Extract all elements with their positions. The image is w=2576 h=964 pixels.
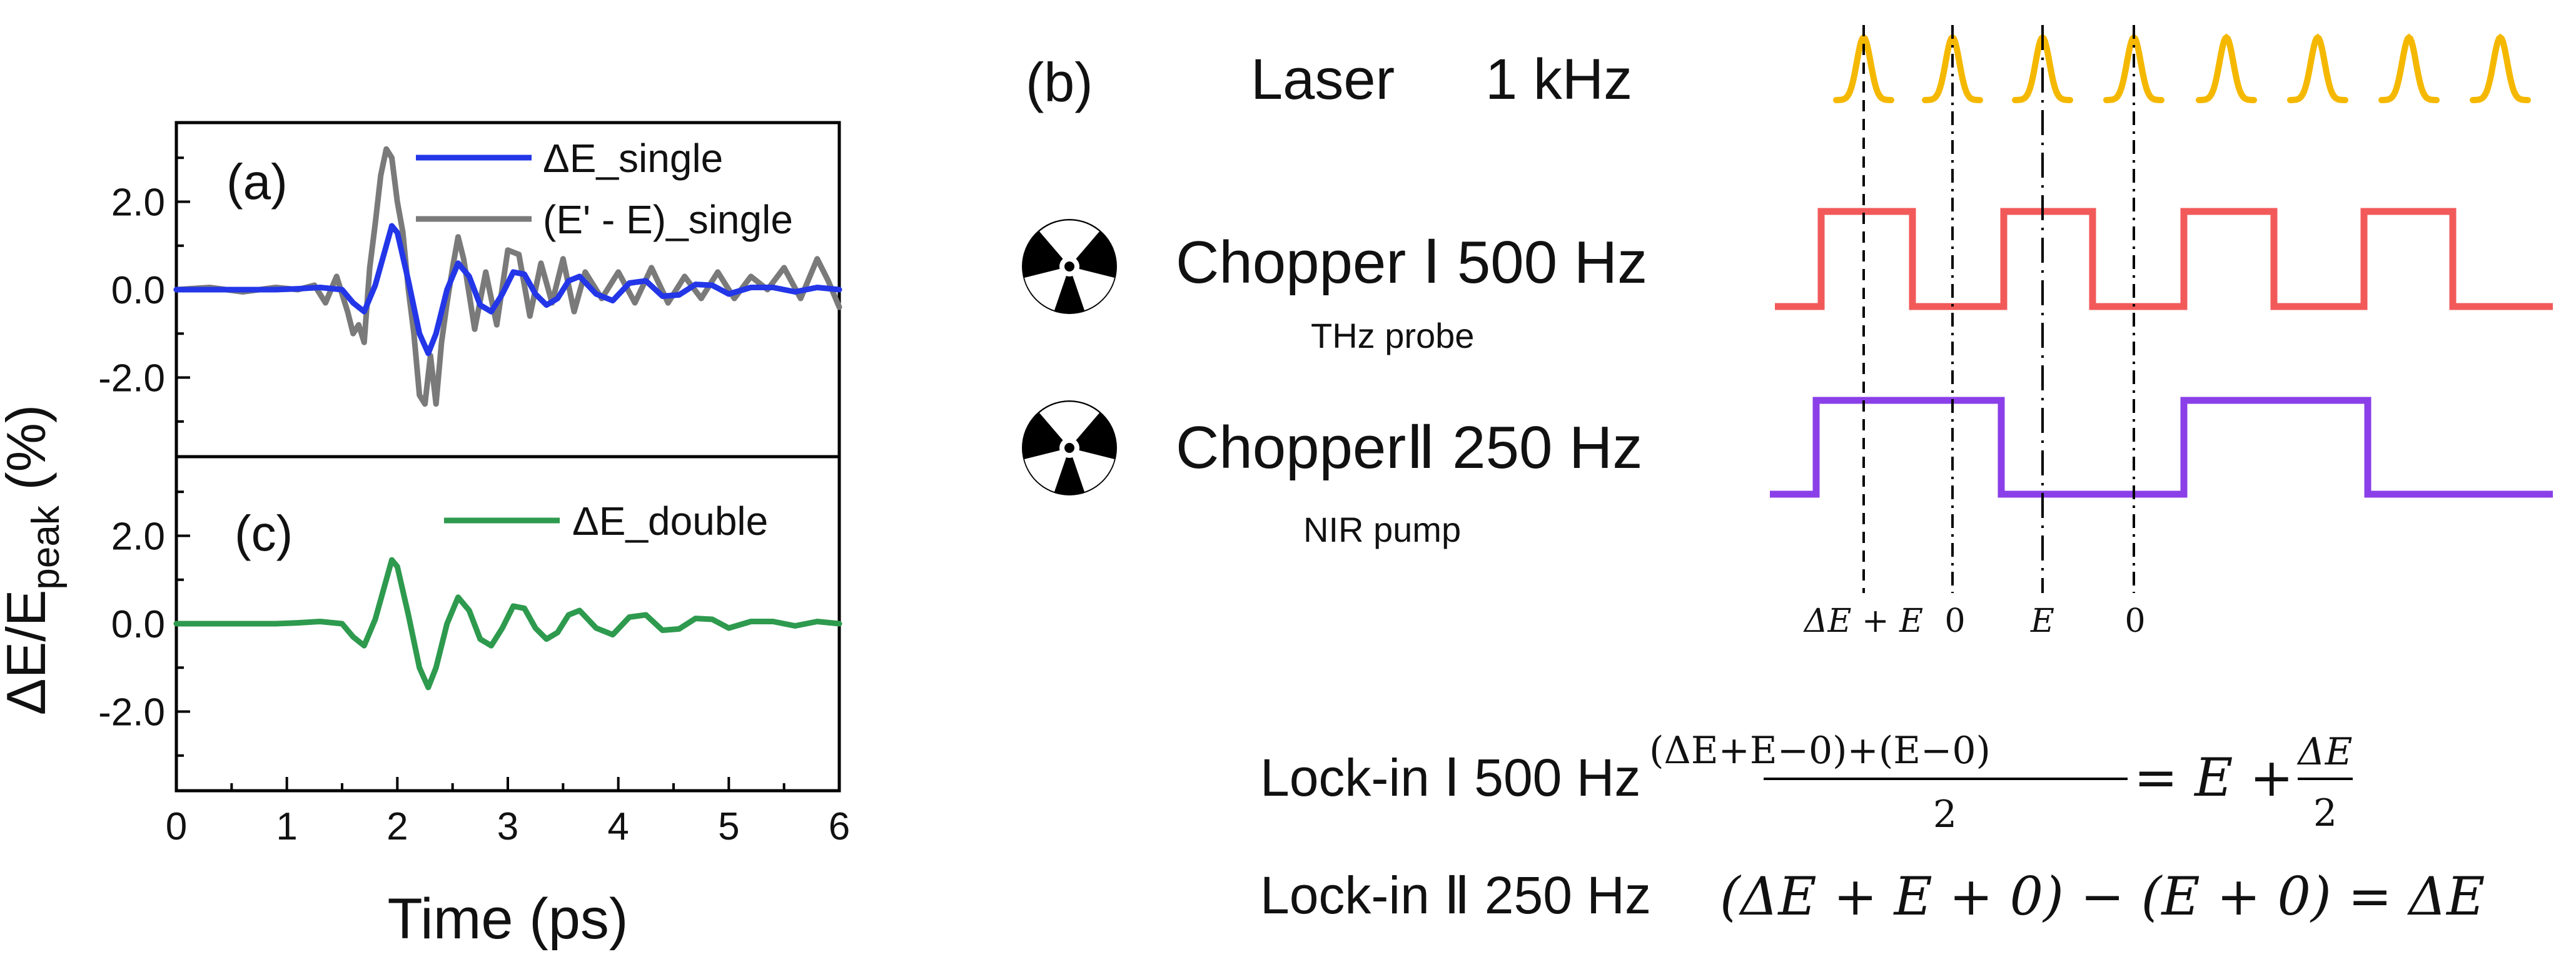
panel-a-series: [173, 146, 842, 407]
lockin-2-label: Lock-in Ⅱ 250 Hz: [1260, 866, 1651, 925]
laser-pulse: [1833, 33, 1894, 103]
y-tick-label: 0.0: [111, 603, 165, 646]
chopper-2-waveform: [1770, 397, 2553, 498]
chopper-1-icon: [1022, 219, 1117, 314]
laser-pulse-train: [1833, 33, 2531, 103]
laser-pulse: [2378, 33, 2440, 103]
lockin-1-label: Lock-in Ⅰ 500 Hz: [1260, 748, 1640, 807]
x-tick-label: 1: [276, 805, 297, 848]
legend-label-e-prime-minus-e-single: (E' - E)_single: [543, 197, 793, 242]
x-tick-label: 2: [386, 805, 408, 848]
panel-c-series: [173, 557, 842, 691]
panel-a-chart: 2.0 0.0 -2.0 (a) ΔE_single (E' - E)_single: [98, 121, 842, 459]
y-tick-label: 0.0: [111, 269, 165, 312]
y-tick-label: 2.0: [111, 515, 165, 558]
panel-c-label: (c): [235, 505, 293, 561]
chopper-1-label: Chopper Ⅰ 500 Hz: [1176, 229, 1647, 296]
y-tick-label: -2.0: [98, 357, 165, 400]
chopper-2-icon: [1022, 400, 1117, 495]
chopper-2-sublabel: NIR pump: [1303, 510, 1461, 549]
signal-label-zero-1: 0: [1944, 602, 1965, 640]
chopper-1-waveform: [1775, 208, 2553, 310]
laser-label: Laser: [1251, 48, 1395, 111]
panel-a-label: (a): [226, 154, 288, 210]
series-line: [173, 557, 842, 691]
lockin-1-rhs: = E +: [2134, 747, 2294, 808]
panel-c-y-ticks: 2.0 0.0 -2.0: [98, 490, 190, 757]
laser-pulse: [2287, 33, 2348, 103]
lockin-1-rhs-numerator: ΔE: [2296, 730, 2352, 774]
chopper-2-label: ChopperⅡ 250 Hz: [1176, 414, 1642, 481]
x-tick-label: 0: [166, 805, 187, 848]
chopper-1-sublabel: THz probe: [1311, 316, 1474, 355]
lockin-1-denominator: 2: [1933, 793, 1957, 836]
lockin-1-rhs-denominator: 2: [2313, 791, 2337, 835]
plots-area: ΔE/Epeak (%) 2.0 0.0 -2.0 (a) ΔE_single (E…: [0, 121, 850, 951]
y-tick-label: -2.0: [98, 691, 165, 734]
series-line: [173, 223, 842, 357]
y-tick-label: 2.0: [111, 181, 165, 224]
x-tick-label: 5: [718, 805, 739, 848]
panel-c-chart: 2.0 0.0 -2.0 (c) ΔE_double: [98, 455, 842, 793]
signal-label-delta-e-plus-e: ΔE + E: [1803, 602, 1923, 640]
signal-label-e: E: [2030, 602, 2054, 640]
laser-pulse: [2196, 33, 2257, 103]
laser-pulse: [2470, 33, 2531, 103]
panel-b-label: (b): [1026, 51, 1093, 113]
panel-c-legend: ΔE_double: [444, 499, 768, 544]
x-tick-label: 4: [607, 805, 629, 848]
legend-label-delta-e-single: ΔE_single: [543, 136, 723, 181]
panel-a-y-ticks: 2.0 0.0 -2.0: [98, 156, 190, 423]
laser-frequency: 1 kHz: [1485, 48, 1632, 111]
diagram-area: (b) Laser 1 kHz Chopper Ⅰ 500 Hz THz pro…: [1022, 25, 2553, 927]
x-tick-label: 3: [497, 805, 518, 848]
lockin-1-numerator: (ΔE+E−0)+(E−0): [1649, 729, 1991, 773]
x-tick-label: 6: [829, 805, 850, 848]
y-axis-label: ΔE/Epeak (%): [0, 405, 68, 715]
x-axis: 0 1 2 3 4 5 6: [166, 777, 850, 848]
legend-label-delta-e-double: ΔE_double: [572, 499, 768, 544]
panel-a-legend: ΔE_single (E' - E)_single: [416, 136, 793, 242]
lockin-2-formula: (ΔE + E + 0) − (E + 0) = ΔE: [1720, 866, 2485, 927]
signal-label-zero-2: 0: [2124, 602, 2145, 640]
x-axis-label: Time (ps): [387, 887, 628, 951]
